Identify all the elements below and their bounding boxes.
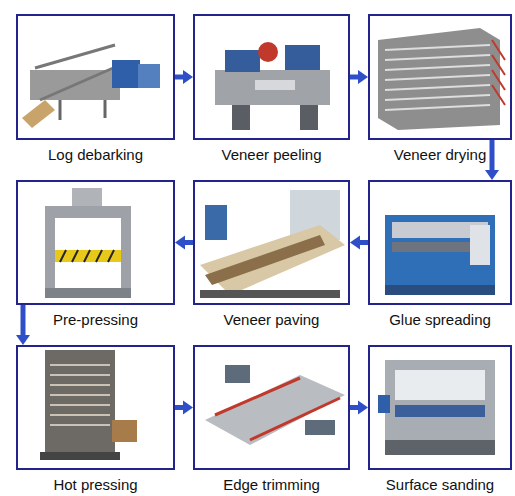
dryer-plates	[385, 45, 490, 110]
arrow-shaft	[350, 405, 359, 410]
process-box: Veneer peeling	[193, 14, 350, 140]
pre-press	[45, 188, 131, 298]
lathe-motor	[285, 45, 320, 70]
debarker-motor	[112, 60, 140, 88]
arrow-head	[350, 236, 360, 250]
process-box: Glue spreading	[368, 180, 512, 305]
debarker-leg	[104, 100, 107, 118]
trimmer-rails	[215, 378, 340, 440]
arrow-shaft	[184, 240, 193, 245]
arrow-shaft	[175, 75, 184, 80]
lathe-bed	[215, 70, 330, 105]
sanding-machine	[378, 360, 495, 455]
lathe-wheel	[258, 42, 278, 62]
dryer-hoses	[492, 40, 505, 105]
step-caption: Veneer peeling	[185, 146, 358, 163]
paving-cabinet	[205, 205, 227, 240]
trimmer-saw	[225, 365, 250, 383]
lathe-leg	[300, 105, 318, 130]
lathe-spindle	[255, 80, 295, 90]
arrow-head	[485, 170, 499, 180]
step-caption: Hot pressing	[8, 476, 183, 493]
debarker-rail	[40, 65, 120, 100]
dryer-body	[378, 28, 500, 130]
arrow-head	[183, 70, 193, 84]
edge-trimmer	[205, 365, 345, 445]
step-caption: Surface sanding	[360, 476, 515, 493]
step-caption: Log debarking	[8, 146, 183, 163]
flow-arrow	[350, 236, 368, 250]
sander-control	[378, 395, 390, 413]
hot-press-layers	[50, 365, 110, 425]
flow-arrow	[175, 401, 193, 415]
debarker-gearbox	[138, 64, 160, 88]
glue-spreader	[385, 215, 495, 295]
arrow-shaft	[350, 75, 359, 80]
log-feed	[22, 100, 55, 128]
arrow-shaft	[21, 305, 26, 336]
step-caption: Glue spreading	[360, 311, 515, 328]
paving-base	[200, 290, 340, 298]
sander-belt	[395, 405, 485, 417]
lathe-motor	[225, 50, 260, 72]
press-stripes	[60, 250, 114, 262]
hot-press	[40, 350, 137, 460]
process-box: Surface sanding	[368, 345, 512, 470]
process-box: Hot pressing	[16, 345, 175, 470]
arrow-shaft	[359, 240, 368, 245]
arrow-shaft	[175, 405, 184, 410]
press-column	[121, 218, 131, 298]
hot-press-frame	[45, 350, 115, 455]
flow-arrow	[175, 236, 193, 250]
arrow-head	[183, 401, 193, 415]
arrow-head	[358, 70, 368, 84]
press-base	[45, 288, 131, 298]
step-caption: Pre-pressing	[8, 311, 183, 328]
trimmer-saw	[305, 420, 335, 435]
press-platen	[55, 250, 121, 262]
process-box: Pre-pressing	[16, 180, 175, 305]
arrow-shaft	[490, 140, 495, 171]
debarker-leg	[59, 100, 62, 120]
hot-press-base	[40, 452, 120, 460]
flow-arrow	[16, 305, 30, 345]
sander-cover	[395, 370, 485, 400]
press-column	[45, 218, 55, 298]
peeling-lathe	[215, 42, 330, 130]
flow-arrow	[175, 70, 193, 84]
paving-veneer	[205, 235, 325, 285]
process-box: Veneer paving	[193, 180, 350, 305]
sander-base	[385, 440, 495, 455]
process-box: Veneer drying	[368, 14, 512, 140]
press-crown	[45, 206, 131, 218]
trimmer-conveyor	[205, 375, 345, 445]
step-caption: Veneer paving	[185, 311, 358, 328]
spreader-base	[385, 285, 495, 295]
spreader-panel	[470, 225, 490, 265]
flow-arrow	[350, 401, 368, 415]
flow-arrow	[485, 140, 499, 180]
lathe-leg	[232, 105, 250, 130]
arrow-head	[175, 236, 185, 250]
process-box: Log debarking	[16, 14, 175, 140]
hot-press-board	[112, 420, 137, 442]
arrow-head	[358, 401, 368, 415]
step-caption: Edge trimming	[185, 476, 358, 493]
process-box: Edge trimming	[193, 345, 350, 470]
veneer-dryer	[378, 28, 505, 130]
press-cylinder	[72, 188, 102, 206]
flow-arrow	[350, 70, 368, 84]
arrow-head	[16, 335, 30, 345]
debarker-rail	[35, 45, 115, 68]
spreader-body	[385, 215, 495, 285]
sander-body	[385, 360, 495, 455]
debarker-machine	[22, 45, 160, 128]
paving-line	[200, 190, 345, 298]
